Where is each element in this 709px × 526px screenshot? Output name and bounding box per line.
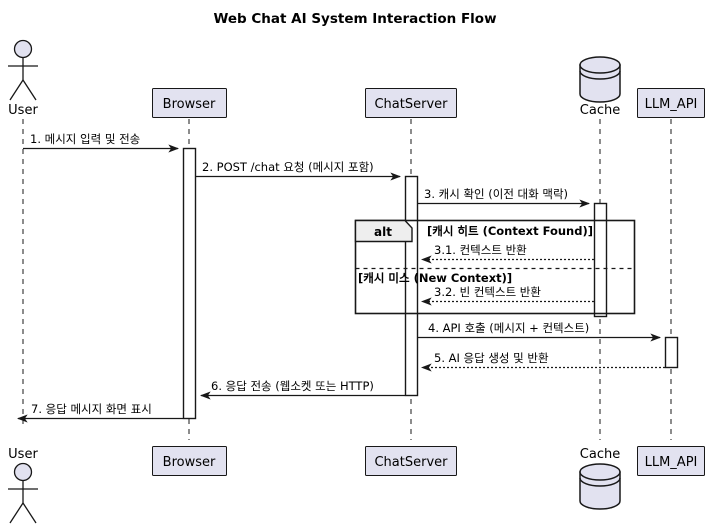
actor-head-icon xyxy=(13,39,33,59)
participant-label-chatserver-bottom: ChatServer xyxy=(374,455,448,470)
participant-user-top[interactable]: User xyxy=(8,39,38,119)
message-3-1: 3.1. 컨텍스트 반환 xyxy=(420,243,594,264)
participant-label-llm-api-top: LLM_API xyxy=(645,97,698,112)
alt-fragment: alt [캐시 히트 (Context Found)] [캐시 미스 (New … xyxy=(354,219,636,315)
message-6: 6. 응답 전송 (웹소켓 또는 HTTP) xyxy=(199,379,405,400)
participant-label-browser-top: Browser xyxy=(163,97,216,112)
participant-browser-bottom[interactable]: Browser xyxy=(152,446,227,476)
alt-guard-label-1: [캐시 히트 (Context Found)] xyxy=(427,224,593,238)
actor-leg-right-icon xyxy=(22,79,37,101)
message-label-5: 5. AI 응답 생성 및 반환 xyxy=(434,351,549,365)
actor-leg-left-icon xyxy=(9,79,24,101)
participant-chatserver-top[interactable]: ChatServer xyxy=(365,88,457,118)
database-cylinder-icon-bottom xyxy=(579,471,621,510)
participant-box-llm-api-bottom[interactable] xyxy=(637,446,705,476)
database-top-ellipse-icon xyxy=(579,56,621,74)
participant-browser-top[interactable]: Browser xyxy=(152,88,227,118)
participant-label-llm-api-bottom: LLM_API xyxy=(645,455,698,470)
participant-box-browser-bottom[interactable] xyxy=(152,446,227,476)
participant-cache-bottom[interactable]: Cache xyxy=(579,447,621,510)
participant-label-user-bottom: User xyxy=(8,447,38,462)
participant-user-bottom[interactable]: User xyxy=(8,447,38,524)
participant-llm-api-bottom[interactable]: LLM_API xyxy=(637,446,705,476)
message-3: 3. 캐시 확인 (이전 대화 맥락) xyxy=(418,187,591,208)
database-top-ellipse-icon-bottom xyxy=(579,463,621,481)
actor-leg-right-icon-bottom xyxy=(22,502,37,524)
message-label-4: 4. API 호출 (메시지 + 컨텍스트) xyxy=(428,321,589,335)
participant-chatserver-bottom[interactable]: ChatServer xyxy=(365,446,457,476)
activation-cache xyxy=(593,202,608,318)
alt-fragment-tab xyxy=(354,219,413,243)
message-2: 2. POST /chat 요청 (메시지 포함) xyxy=(196,160,402,181)
activation-browser xyxy=(182,147,197,420)
participant-box-chatserver-top[interactable] xyxy=(365,88,457,118)
alt-fragment-operator-label: alt xyxy=(374,225,392,239)
participant-cache-top[interactable]: Cache xyxy=(579,56,621,118)
alt-fragment-outline xyxy=(354,219,636,315)
participant-llm-api-top[interactable]: LLM_API xyxy=(637,88,705,118)
message-label-3: 3. 캐시 확인 (이전 대화 맥락) xyxy=(424,187,568,201)
message-7: 7. 응답 메시지 화면 표시 xyxy=(16,402,183,423)
activation-llm-api xyxy=(664,336,679,369)
participant-label-user-top: User xyxy=(8,103,38,118)
participant-label-chatserver-top: ChatServer xyxy=(374,97,448,112)
alt-guard-label-2: [캐시 미스 (New Context)] xyxy=(358,271,512,285)
participant-box-chatserver-bottom[interactable] xyxy=(365,446,457,476)
activation-chatserver xyxy=(404,175,419,397)
message-label-7: 7. 응답 메시지 화면 표시 xyxy=(31,402,152,416)
participant-label-browser-bottom: Browser xyxy=(163,455,216,470)
participant-label-cache-bottom: Cache xyxy=(580,447,620,462)
message-label-6: 6. 응답 전송 (웹소켓 또는 HTTP) xyxy=(211,379,374,393)
message-label-1: 1. 메시지 입력 및 전송 xyxy=(30,132,140,146)
message-3-2: 3.2. 빈 컨텍스트 반환 xyxy=(420,285,594,306)
message-1: 1. 메시지 입력 및 전송 xyxy=(23,132,180,153)
message-4: 4. API 호출 (메시지 + 컨텍스트) xyxy=(418,321,662,342)
message-label-2: 2. POST /chat 요청 (메시지 포함) xyxy=(202,160,374,174)
database-inner-arc-icon xyxy=(579,70,621,80)
actor-leg-left-icon-bottom xyxy=(9,502,24,524)
participant-label-cache-top: Cache xyxy=(580,103,620,118)
message-5: 5. AI 응답 생성 및 반환 xyxy=(420,351,665,372)
participant-box-browser-top[interactable] xyxy=(152,88,227,118)
message-label-3-1: 3.1. 컨텍스트 반환 xyxy=(434,243,527,257)
participant-box-llm-api-top[interactable] xyxy=(637,88,705,118)
message-label-3-2: 3.2. 빈 컨텍스트 반환 xyxy=(434,285,541,299)
actor-head-icon-bottom xyxy=(13,462,33,482)
database-cylinder-icon-top xyxy=(579,64,621,103)
page-title: Web Chat AI System Interaction Flow xyxy=(213,11,496,27)
database-inner-arc-icon-bottom xyxy=(579,477,621,487)
